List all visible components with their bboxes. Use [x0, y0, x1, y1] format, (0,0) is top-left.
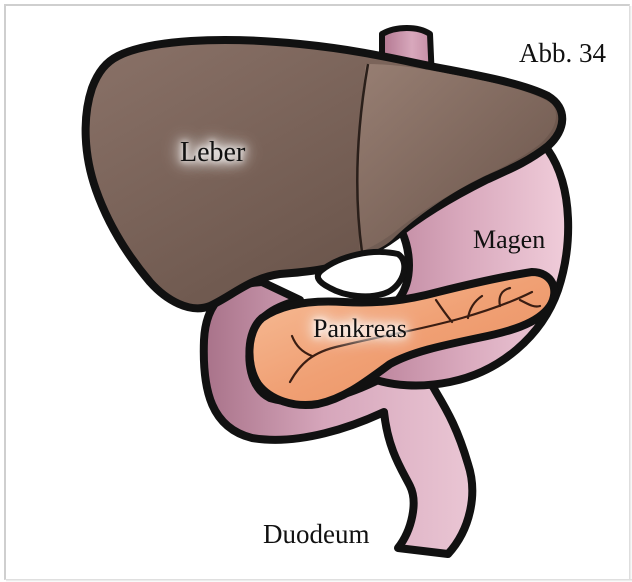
figure-number: Abb. 34	[519, 40, 606, 67]
label-stomach: Magen	[473, 227, 545, 253]
label-pancreas: Pankreas	[313, 316, 407, 342]
label-liver: Leber	[180, 139, 245, 167]
label-duodenum: Duodeum	[263, 521, 369, 548]
